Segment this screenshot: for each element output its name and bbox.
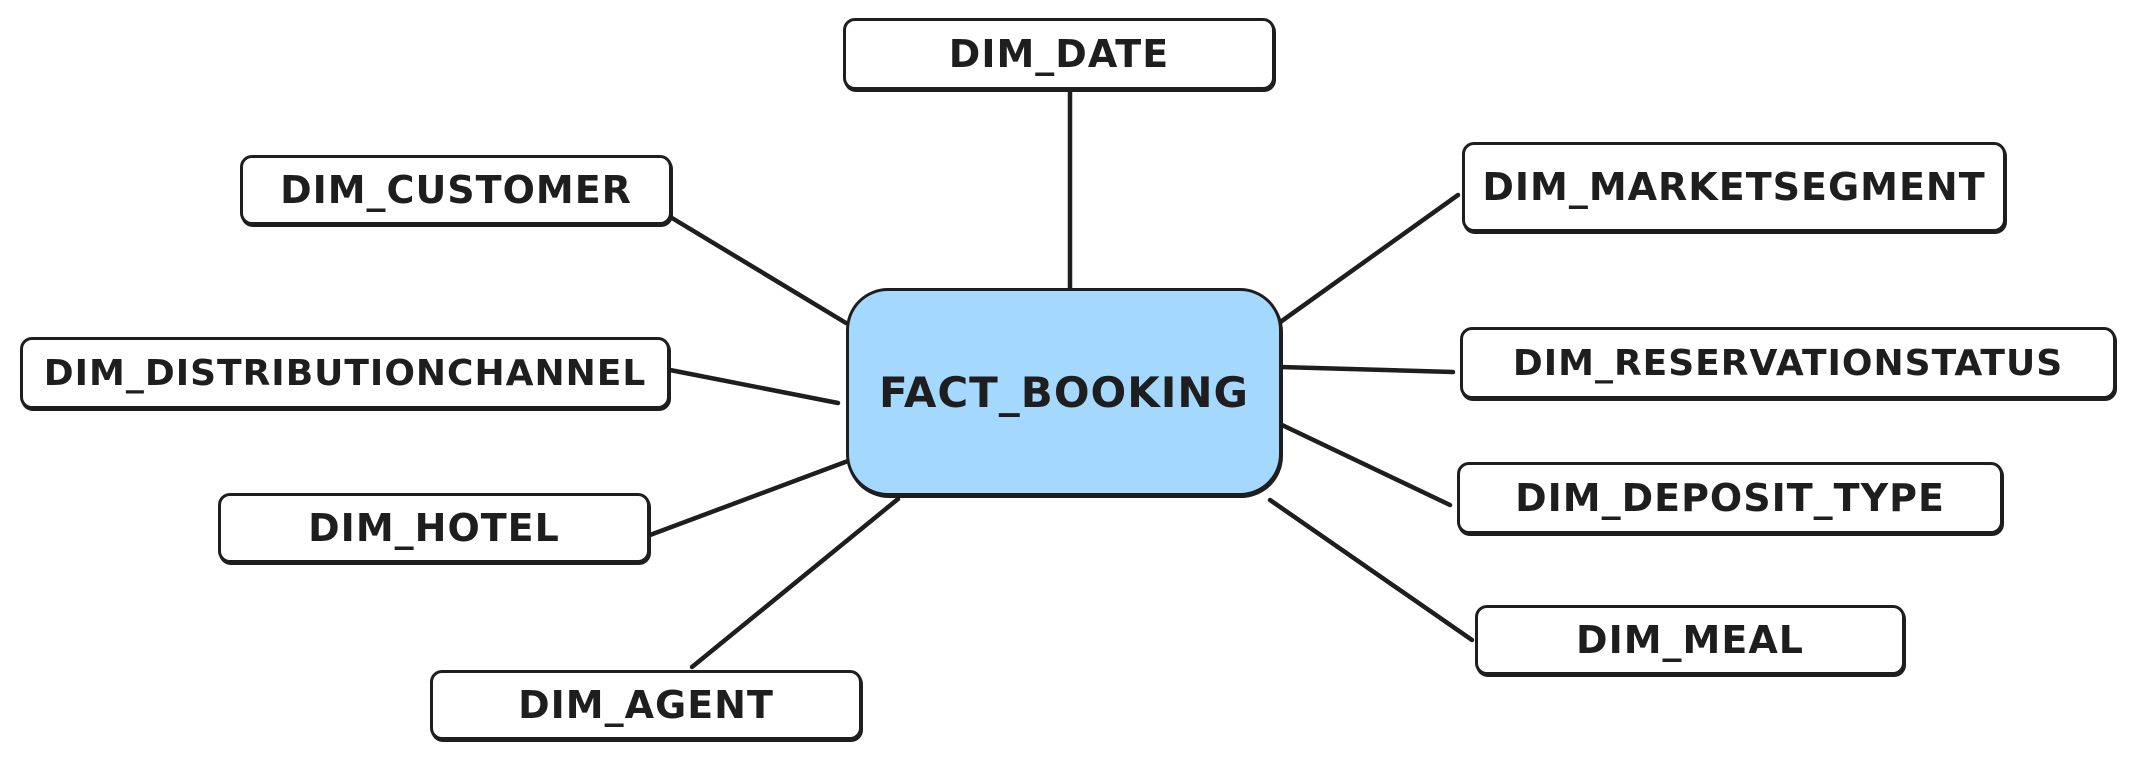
dim-hotel-label: DIM_HOTEL [308, 506, 560, 550]
dim-deposit-type-label: DIM_DEPOSIT_TYPE [1515, 476, 1945, 520]
link-reservation-status [1277, 364, 1456, 375]
dim-market-segment-label: DIM_MARKETSEGMENT [1482, 165, 1986, 209]
dim-deposit-type-node: DIM_DEPOSIT_TYPE [1457, 462, 2003, 534]
dim-hotel-node: DIM_HOTEL [218, 493, 650, 563]
link-customer [669, 215, 849, 326]
link-market-segment [1269, 192, 1461, 331]
fact-booking-node: FACT_BOOKING [846, 288, 1282, 496]
dim-agent-label: DIM_AGENT [518, 683, 774, 727]
link-distribution-channel [667, 367, 841, 406]
dim-market-segment-node: DIM_MARKETSEGMENT [1462, 142, 2006, 232]
link-meal [1267, 497, 1475, 643]
dim-date-node: DIM_DATE [843, 18, 1275, 90]
dim-meal-label: DIM_MEAL [1576, 618, 1804, 662]
dim-date-label: DIM_DATE [948, 32, 1170, 76]
dim-distribution-channel-node: DIM_DISTRIBUTIONCHANNEL [20, 337, 670, 409]
dim-customer-node: DIM_CUSTOMER [240, 155, 672, 225]
fact-booking-label: FACT_BOOKING [878, 367, 1250, 417]
dim-reservation-status-node: DIM_RESERVATIONSTATUS [1460, 327, 2116, 399]
dim-agent-node: DIM_AGENT [430, 670, 862, 740]
dim-reservation-status-label: DIM_RESERVATIONSTATUS [1512, 342, 2064, 384]
dim-customer-label: DIM_CUSTOMER [280, 168, 632, 212]
link-agent [689, 496, 901, 670]
dim-distribution-channel-label: DIM_DISTRIBUTIONCHANNEL [43, 352, 647, 394]
link-deposit-type [1279, 422, 1453, 508]
link-hotel [647, 458, 851, 538]
dim-meal-node: DIM_MEAL [1475, 605, 1905, 675]
